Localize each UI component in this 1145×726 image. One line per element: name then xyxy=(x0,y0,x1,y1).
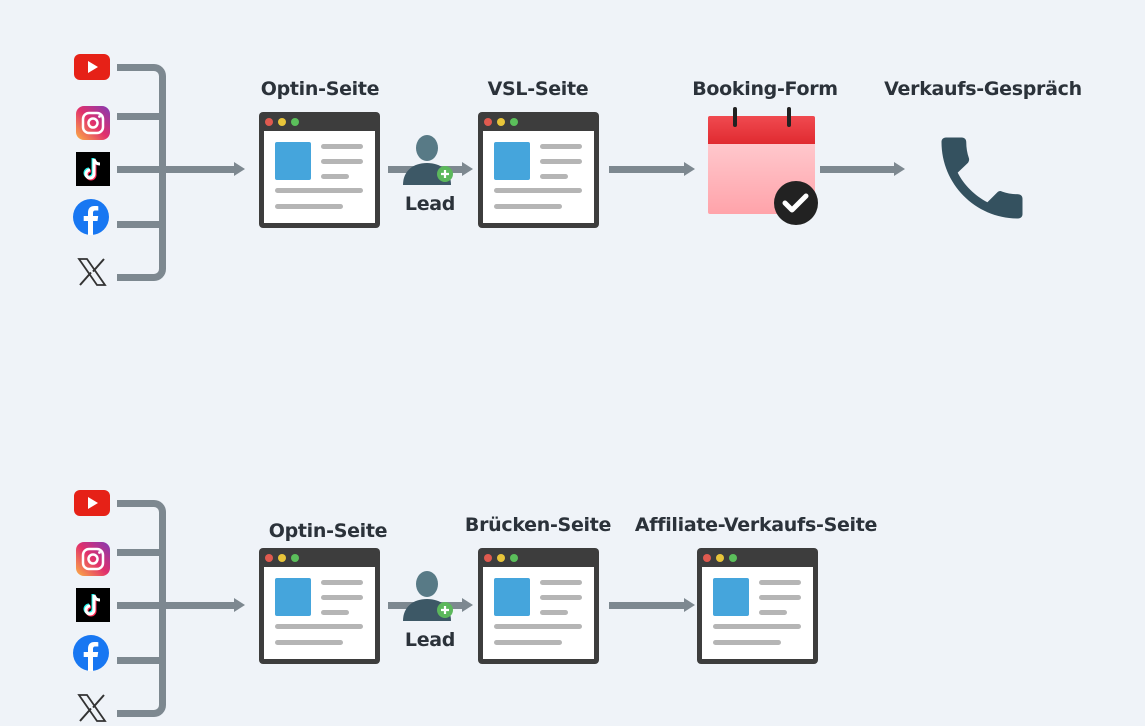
window-dot-yellow xyxy=(278,554,286,562)
window-dot-red xyxy=(265,118,273,126)
instagram-icon xyxy=(76,542,110,576)
affiliate-sales-page-window xyxy=(697,548,818,664)
window-dot-green xyxy=(510,118,518,126)
window-dot-green xyxy=(510,554,518,562)
image-placeholder xyxy=(713,578,749,616)
image-placeholder xyxy=(494,142,530,180)
window-dot-yellow xyxy=(716,554,724,562)
source-connector xyxy=(117,549,163,556)
window-dot-green xyxy=(291,554,299,562)
step-label: VSL-Seite xyxy=(487,78,589,100)
arrow xyxy=(163,162,245,176)
bridge-page-window xyxy=(478,548,599,664)
vsl-page-window xyxy=(478,112,599,228)
window-dot-yellow xyxy=(497,554,505,562)
optin-page-window xyxy=(259,112,380,228)
source-connector xyxy=(117,657,163,664)
source-connector xyxy=(117,602,163,609)
step-label: Optin-Seite xyxy=(268,520,388,542)
tiktok-icon xyxy=(76,152,110,186)
x-icon xyxy=(77,694,107,722)
step-label: Booking-Form xyxy=(692,78,838,100)
step-label: Affiliate-Verkaufs-Seite xyxy=(634,514,878,536)
window-dot-red xyxy=(484,554,492,562)
window-dot-yellow xyxy=(497,118,505,126)
arrow xyxy=(163,598,245,612)
phone-icon xyxy=(941,137,1023,219)
lead-label: Lead xyxy=(404,629,456,651)
tiktok-icon xyxy=(76,588,110,622)
lead-label: Lead xyxy=(404,193,456,215)
image-placeholder xyxy=(494,578,530,616)
lead-user-add-icon xyxy=(403,571,453,621)
source-connector xyxy=(117,166,163,173)
lead-user-add-icon xyxy=(403,135,453,185)
source-bracket xyxy=(117,64,166,281)
youtube-icon xyxy=(74,54,110,80)
window-dot-green xyxy=(729,554,737,562)
source-connector xyxy=(117,221,163,228)
window-dot-yellow xyxy=(278,118,286,126)
source-connector xyxy=(117,113,163,120)
arrow xyxy=(609,598,695,612)
facebook-icon xyxy=(73,199,109,235)
image-placeholder xyxy=(275,578,311,616)
youtube-icon xyxy=(74,490,110,516)
step-label: Brücken-Seite xyxy=(464,514,612,536)
x-icon xyxy=(77,258,107,286)
window-dot-red xyxy=(484,118,492,126)
step-label: Optin-Seite xyxy=(260,78,380,100)
facebook-icon xyxy=(73,635,109,671)
image-placeholder xyxy=(275,142,311,180)
optin-page-window xyxy=(259,548,380,664)
arrow xyxy=(820,162,905,176)
window-dot-red xyxy=(703,554,711,562)
window-dot-green xyxy=(291,118,299,126)
arrow xyxy=(609,162,695,176)
calendar-check-icon xyxy=(708,107,818,225)
window-dot-red xyxy=(265,554,273,562)
instagram-icon xyxy=(76,106,110,140)
step-label: Verkaufs-Gespräch xyxy=(884,78,1082,100)
source-bracket xyxy=(117,500,166,717)
